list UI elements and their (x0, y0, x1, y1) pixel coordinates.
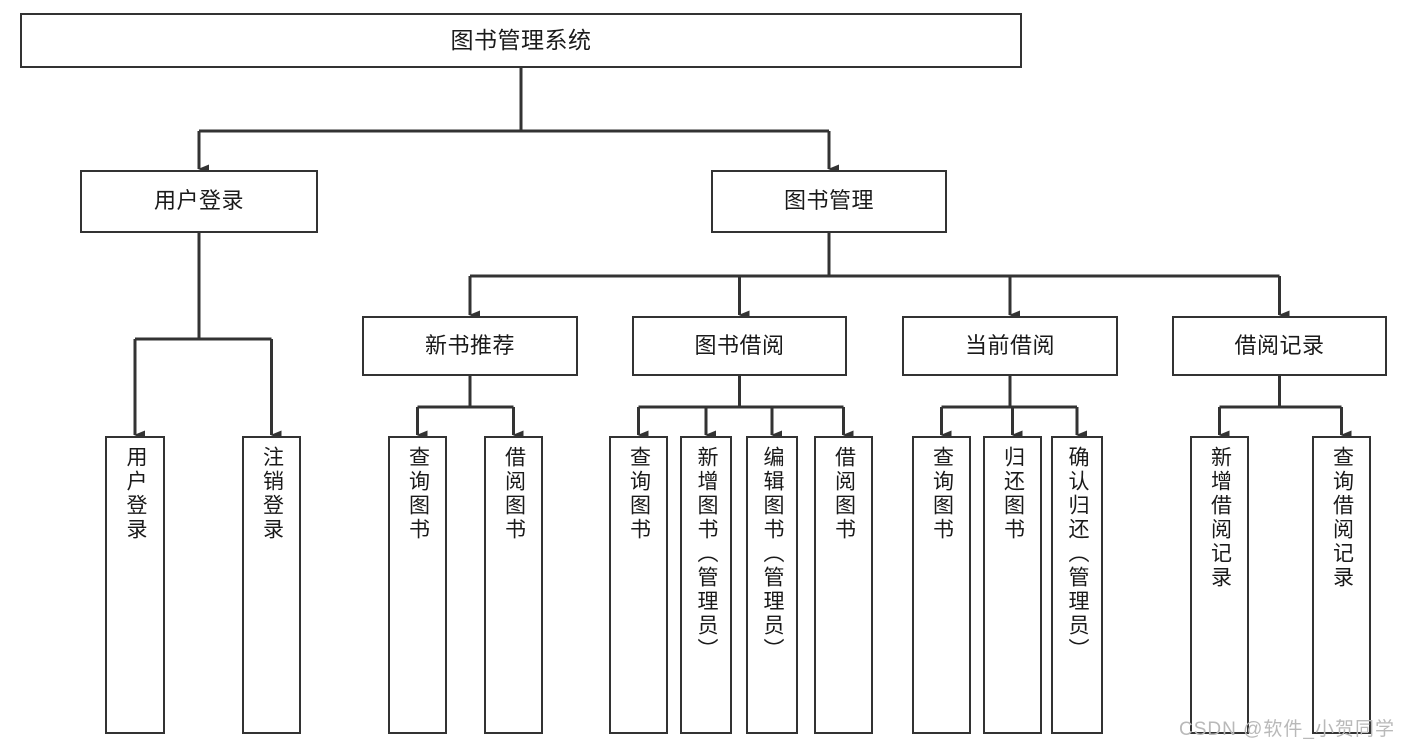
node-label: 新增图书（管理员） (695, 446, 719, 662)
node-label: 用户登录 (124, 446, 148, 542)
node-label: 借阅记录 (1234, 332, 1325, 358)
node-leaf10[interactable]: 归还图书 (983, 436, 1042, 734)
node-label: 查询图书 (406, 446, 430, 542)
node-leaf9[interactable]: 查询图书 (912, 436, 971, 734)
node-leaf11[interactable]: 确认归还（管理员） (1051, 436, 1103, 734)
node-leaf6[interactable]: 新增图书（管理员） (680, 436, 732, 734)
node-leaf5[interactable]: 查询图书 (609, 436, 668, 734)
node-label: 借阅图书 (502, 446, 526, 542)
node-root[interactable]: 图书管理系统 (20, 13, 1022, 68)
node-label: 查询图书 (930, 446, 954, 542)
node-label: 用户登录 (153, 188, 244, 214)
node-label: 新增借阅记录 (1208, 446, 1232, 590)
node-l3d[interactable]: 借阅记录 (1172, 316, 1387, 376)
node-label: 图书管理 (783, 188, 874, 214)
node-label: 查询借阅记录 (1330, 446, 1354, 590)
node-label: 归还图书 (1001, 446, 1025, 542)
node-leaf12[interactable]: 新增借阅记录 (1190, 436, 1249, 734)
node-leaf7[interactable]: 编辑图书（管理员） (746, 436, 798, 734)
node-l3b[interactable]: 图书借阅 (632, 316, 847, 376)
node-label: 借阅图书 (832, 446, 856, 542)
node-leaf3[interactable]: 查询图书 (388, 436, 447, 734)
node-l3c[interactable]: 当前借阅 (902, 316, 1118, 376)
node-label: 当前借阅 (964, 332, 1055, 358)
node-leaf2[interactable]: 注销登录 (242, 436, 301, 734)
node-leaf4[interactable]: 借阅图书 (484, 436, 543, 734)
node-label: 查询图书 (627, 446, 651, 542)
node-label: 注销登录 (260, 446, 284, 542)
node-leaf13[interactable]: 查询借阅记录 (1312, 436, 1371, 734)
node-l2b[interactable]: 图书管理 (711, 170, 947, 233)
node-leaf1[interactable]: 用户登录 (105, 436, 165, 734)
node-l2a[interactable]: 用户登录 (80, 170, 318, 233)
node-leaf8[interactable]: 借阅图书 (814, 436, 873, 734)
node-label: 新书推荐 (424, 332, 515, 358)
node-label: 确认归还（管理员） (1066, 446, 1090, 662)
node-l3a[interactable]: 新书推荐 (362, 316, 578, 376)
node-label: 编辑图书（管理员） (761, 446, 785, 662)
node-label: 图书借阅 (694, 332, 785, 358)
node-label: 图书管理系统 (450, 27, 592, 54)
